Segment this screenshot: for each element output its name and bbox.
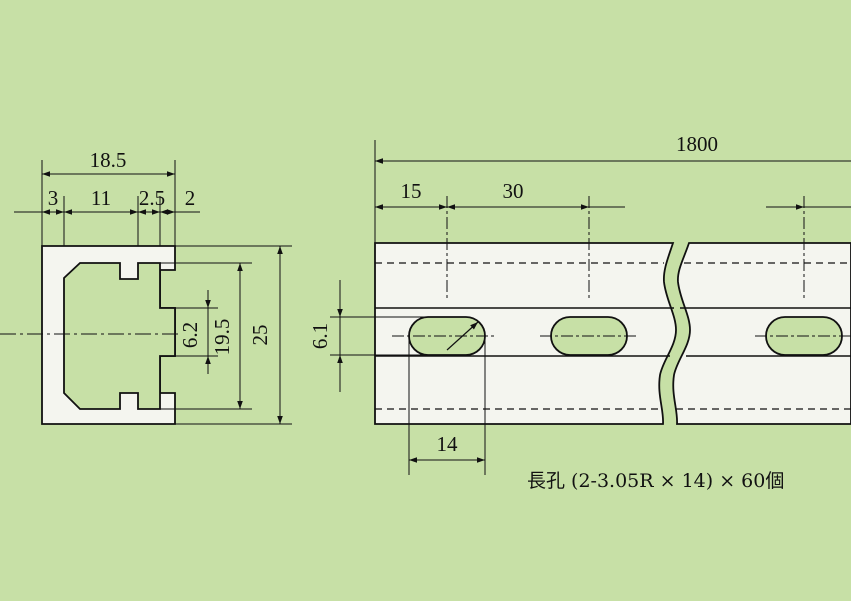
dim-total-length: 1800 — [676, 132, 718, 156]
dim-pitch: 30 — [503, 179, 524, 203]
rail-view — [330, 140, 851, 475]
dim-slot-gap: 2.5 — [139, 186, 165, 210]
rail-body-right — [672, 242, 851, 425]
dim-first-pitch: 15 — [401, 179, 422, 203]
section-cavity — [63, 262, 176, 410]
dim-slot-length: 14 — [437, 432, 459, 456]
dim-wall-left: 3 — [48, 186, 59, 210]
dim-wall-right: 2 — [185, 186, 196, 210]
dim-slot-width: 6.1 — [308, 323, 332, 349]
slot-note: 長孔 (2-3.05R × 14) × 60個 — [527, 470, 784, 492]
dim-overall-width: 18.5 — [90, 148, 127, 172]
radius-leader — [446, 321, 479, 351]
dim-slot-opening: 6.2 — [178, 322, 202, 348]
section-view — [0, 160, 292, 425]
rail-dimension-labels: 1800 15 30 14 6.1 長孔 (2-3.05R × 14) × 60… — [308, 132, 784, 492]
dim-height: 25 — [248, 325, 272, 346]
section-dimension-labels: 18.5 3 11 2.5 2 25 19.5 6.2 — [48, 148, 272, 355]
rail-body-left — [374, 242, 677, 425]
dim-inner-left: 11 — [91, 186, 111, 210]
dim-flange-span: 19.5 — [210, 319, 234, 356]
